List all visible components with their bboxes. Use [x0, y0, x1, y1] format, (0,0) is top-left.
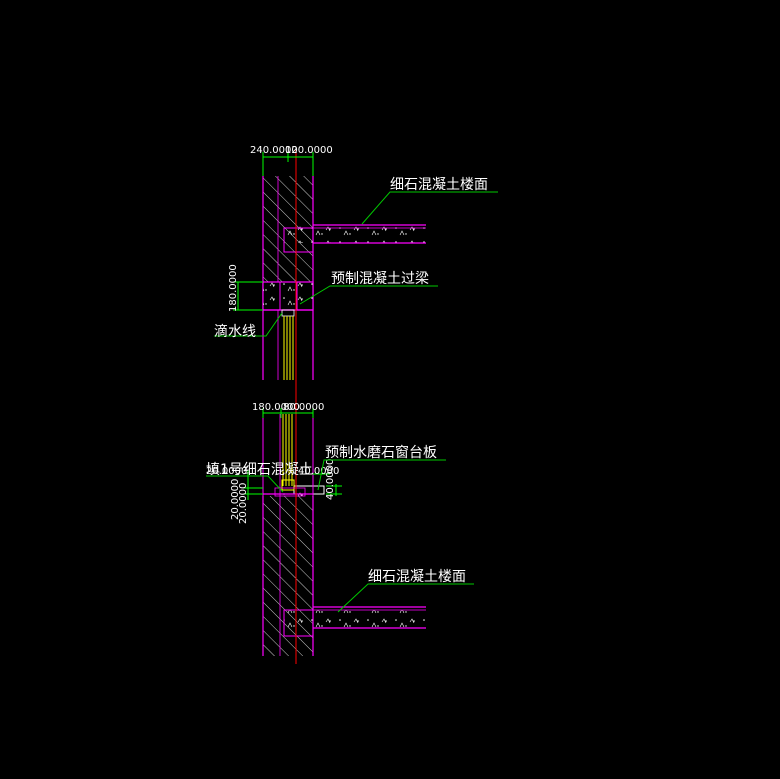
upper-wall-section [262, 176, 314, 380]
sill-right-dim-small: 40.0000 [298, 466, 339, 477]
upper-slab-fill [284, 225, 426, 243]
mid-dim-right-text: 80.0000 [283, 402, 324, 413]
label-sill-board: 预制水磨石窗台板 [325, 444, 437, 461]
sill-fill [274, 487, 306, 497]
window-sill [263, 479, 325, 497]
leader-floor-top [361, 191, 498, 225]
drip-notch [281, 309, 295, 317]
upper-floor-slab [283, 224, 426, 253]
lower-window-glass [282, 414, 293, 486]
label-drip: 滴水线 [214, 323, 256, 340]
mid-dim-left-text: 180.0000 [252, 402, 300, 413]
label-fill: 填1号细石混凝土 [206, 462, 313, 478]
sill-right-dim-height: 40.0000 [325, 459, 336, 500]
mid-dimension [262, 408, 314, 418]
sill-left-dim-small: 20.0000 [206, 466, 247, 477]
label-lintel: 预制混凝土过梁 [331, 271, 429, 287]
lintel-dim-text: 180.0000 [228, 264, 239, 312]
lintel-block [262, 281, 314, 317]
sill-left-dim-b: 20.0000 [230, 479, 241, 520]
sill-left-dim-a: 20.0000 [238, 483, 249, 524]
lintel-fill [263, 282, 313, 310]
label-floor-top: 细石混凝土楼面 [390, 177, 488, 193]
top-dim-left-text: 240.0000 [250, 145, 298, 156]
label-floor-bottom: 细石混凝土楼面 [368, 569, 466, 585]
top-dimension [262, 152, 314, 176]
leader-lintel [299, 285, 438, 305]
lower-wall-hatch [263, 496, 313, 656]
sill-right-dimension [310, 473, 342, 496]
upper-window-glass [283, 316, 294, 380]
leader-sill-board [317, 459, 446, 491]
lower-wall-section [262, 414, 314, 656]
leader-drip [214, 312, 283, 337]
upper-slab-beam [283, 227, 314, 253]
sill-left-dimension [243, 470, 263, 500]
leader-fill [206, 475, 284, 493]
leaders [206, 191, 498, 613]
top-dim-right-text: 120.0000 [285, 145, 333, 156]
lintel-dimension [233, 281, 263, 311]
lower-slab-fill [284, 610, 426, 628]
lower-slab-beam [283, 609, 314, 637]
leader-floor-bottom [337, 583, 474, 613]
lower-floor-slab [283, 606, 426, 637]
